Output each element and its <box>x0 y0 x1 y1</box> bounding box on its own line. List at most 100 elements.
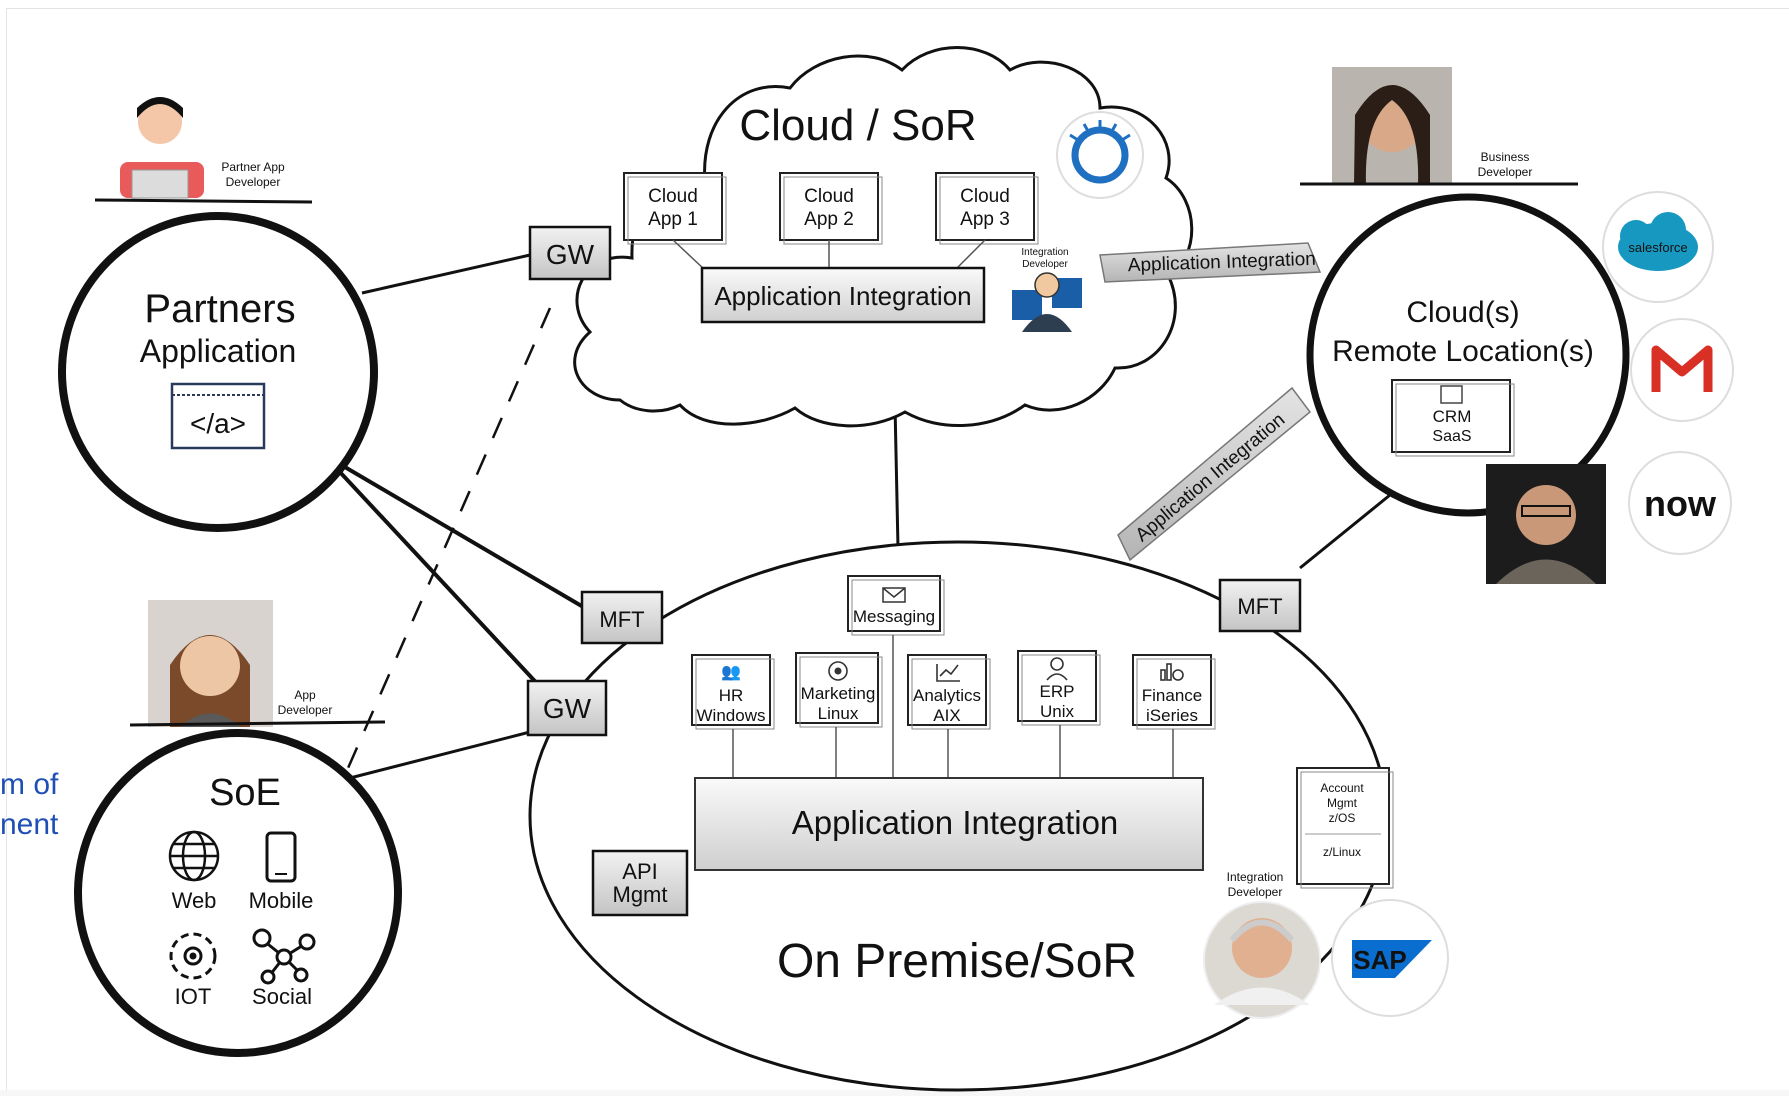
cloud-integration-label: Application Integration <box>714 281 971 311</box>
remote-developer <box>1486 464 1606 584</box>
remote-locations: Cloud(s) Remote Location(s) CRM SaaS <box>1306 193 1630 517</box>
cloud-application-integration: Application Integration <box>700 266 986 324</box>
premise-application-integration: Application Integration <box>694 777 1204 871</box>
gateway-mid: GW <box>526 679 608 737</box>
glasses-icon <box>1521 505 1571 517</box>
partners-subtitle: Application <box>140 333 297 369</box>
ibm-logo <box>1056 111 1144 199</box>
window-icon <box>1440 385 1463 404</box>
crm-saas-box: CRM SaaS <box>1391 379 1515 457</box>
salesforce-logo: salesforce <box>1602 191 1714 303</box>
system-finance-line1: Finance <box>1142 686 1202 705</box>
api-mgmt-line2: Mgmt <box>613 882 668 907</box>
account-line2: Mgmt <box>1327 796 1358 810</box>
banner-diagonal-label: Application Integration <box>1132 409 1290 546</box>
gateway-mid-label: GW <box>543 693 592 724</box>
dashed-line-gw-soe <box>343 307 552 776</box>
line-cloud-premise <box>893 404 900 549</box>
target-icon <box>828 661 848 681</box>
api-mgmt-line1: API <box>622 859 657 884</box>
partners-application: Partners Application </a> <box>58 212 378 532</box>
cloud-app-2-line1: Cloud <box>804 186 854 207</box>
gmail-logo <box>1630 318 1734 422</box>
account-mgmt-box: Account Mgmt z/OS z/Linux <box>1296 767 1394 889</box>
cloud-app-3-line1: Cloud <box>960 186 1010 207</box>
left-border <box>6 8 7 1096</box>
bottom-band <box>0 1090 1789 1096</box>
premise-developer-face <box>1232 918 1292 978</box>
person-gear-icon <box>1050 657 1064 671</box>
globe-icon <box>168 830 220 882</box>
finance-icon <box>1160 663 1184 681</box>
account-line4: z/Linux <box>1323 845 1361 859</box>
partner-developer-desk <box>94 198 313 204</box>
web-code-icon: </a> <box>170 382 266 450</box>
people-icon: 👥 <box>721 664 741 681</box>
social-network-icon <box>252 928 316 985</box>
system-erp-line2: Unix <box>1040 702 1075 721</box>
on-premise-title: On Premise/SoR <box>777 935 1137 988</box>
business-developer: Business Developer <box>1300 67 1578 186</box>
remote-subtitle: Remote Location(s) <box>1332 335 1594 368</box>
developer-head-icon <box>1034 272 1060 298</box>
system-erp-line1: ERP <box>1040 682 1075 701</box>
system-erp: ERP Unix <box>1017 650 1101 726</box>
cloud-app-3: Cloud App 3 <box>935 172 1039 245</box>
mft-left-label: MFT <box>599 607 644 632</box>
system-connectors <box>732 635 1174 778</box>
clipped-text-line-1: m of <box>0 768 59 801</box>
soe-item-social: Social <box>252 984 312 1009</box>
soe-circle: SoE Web Mobile IOT <box>74 729 402 1057</box>
api-mgmt: API Mgmt <box>591 849 689 917</box>
cloud-app-2: Cloud App 2 <box>779 172 883 245</box>
web-code-glyph: </a> <box>190 408 246 439</box>
partner-developer-line1: Partner App <box>221 160 285 174</box>
system-analytics-line1: Analytics <box>913 686 981 705</box>
business-developer-line2: Developer <box>1478 165 1533 179</box>
partner-developer-line2: Developer <box>226 175 281 189</box>
system-finance-line2: iSeries <box>1146 706 1198 725</box>
gateway-top-label: GW <box>546 239 595 270</box>
remote-developer-shirt <box>1496 559 1596 584</box>
system-analytics-line2: AIX <box>933 706 960 725</box>
partner-developer-hair <box>137 97 183 118</box>
salesforce-logo-text: salesforce <box>1628 240 1687 255</box>
messaging-box: Messaging <box>847 575 945 636</box>
cloud-integration-developer: Integration Developer <box>1012 247 1082 332</box>
app-developer-line1: App <box>294 688 316 702</box>
cloud-app-connectors <box>672 239 986 271</box>
gateway-top: GW <box>528 225 612 281</box>
servicenow-logo: now <box>1628 451 1732 555</box>
line-soe-gw <box>349 730 531 780</box>
system-marketing-line2: Linux <box>818 704 859 723</box>
remote-title: Cloud(s) <box>1406 296 1519 329</box>
line-partners-gw <box>361 253 531 295</box>
messaging-label: Messaging <box>853 607 935 626</box>
crm-line1: CRM <box>1433 407 1472 426</box>
partner-app-developer: Partner App Developer <box>94 97 313 204</box>
soe-item-iot: IOT <box>175 984 212 1009</box>
mft-left: MFT <box>580 590 664 645</box>
iot-icon <box>169 932 217 980</box>
line-partners-mft <box>336 461 587 610</box>
crm-line2: SaaS <box>1432 428 1471 445</box>
system-hr: 👥 HR Windows <box>691 654 775 730</box>
soe-title: SoE <box>209 772 281 814</box>
banner-top: Application Integration <box>1099 242 1322 283</box>
cloud-app-1-line2: App 1 <box>648 209 698 230</box>
partner-developer-head <box>138 100 182 144</box>
cloud-app-3-line2: App 3 <box>960 209 1010 230</box>
cloud-title: Cloud / SoR <box>739 101 976 150</box>
partners-title: Partners <box>144 287 295 331</box>
line-partners-gw-mid <box>336 468 547 694</box>
mobile-icon <box>265 831 297 883</box>
app-developer-face <box>180 636 240 696</box>
cloud-integration-developer-line1: Integration <box>1021 247 1068 258</box>
envelope-icon <box>882 587 906 603</box>
system-finance: Finance iSeries <box>1132 654 1216 730</box>
account-line3: z/OS <box>1329 811 1356 825</box>
target-icon-center <box>834 667 842 675</box>
sap-logo-text: SAP <box>1353 945 1406 975</box>
premise-integration-developer-line2: Developer <box>1228 885 1283 899</box>
